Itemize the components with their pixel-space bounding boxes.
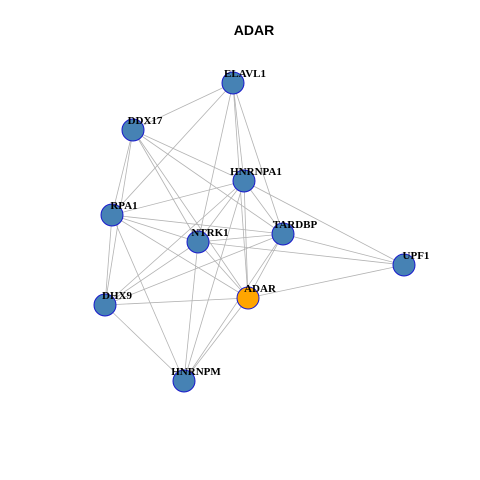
edge-upf1-adar: [247, 264, 405, 299]
node-label-upf1: UPF1: [403, 250, 430, 262]
node-hnrnpa1[interactable]: HNRNPA1: [230, 166, 282, 193]
node-dhx9[interactable]: DHX9: [93, 290, 132, 317]
edge-adar-hnrnpm: [183, 297, 249, 382]
edge-ddx17-adar: [132, 129, 249, 299]
diagram-title: ADAR: [234, 22, 274, 38]
edge-elavl1-ntrk1: [197, 82, 234, 243]
node-label-elavl1: ELAVL1: [224, 68, 266, 80]
edge-ntrk1-upf1: [197, 241, 405, 266]
edge-hnrnpa1-adar: [243, 180, 249, 299]
edge-hnrnpa1-upf1: [243, 180, 405, 266]
edge-rpa1-ntrk1: [111, 214, 199, 243]
node-circle-hnrnpm[interactable]: [172, 369, 196, 393]
node-circle-hnrnpa1[interactable]: [232, 169, 256, 193]
node-label-adar: ADAR: [244, 283, 277, 295]
node-circle-ddx17[interactable]: [121, 118, 145, 142]
edge-ddx17-tardbp: [132, 129, 284, 235]
edge-ntrk1-hnrnpm: [183, 241, 199, 382]
node-elavl1[interactable]: ELAVL1: [221, 68, 266, 95]
edge-tardbp-hnrnpm: [183, 233, 284, 382]
node-circle-ntrk1[interactable]: [186, 230, 210, 254]
node-upf1[interactable]: UPF1: [392, 250, 430, 277]
node-label-dhx9: DHX9: [102, 290, 132, 302]
edge-ntrk1-adar: [197, 241, 249, 299]
edge-elavl1-ddx17: [132, 82, 234, 131]
node-circle-upf1[interactable]: [392, 253, 416, 277]
edge-tardbp-upf1: [282, 233, 405, 266]
node-label-hnrnpm: HNRNPM: [171, 366, 221, 378]
edge-elavl1-tardbp: [232, 82, 284, 235]
node-circle-rpa1[interactable]: [100, 203, 124, 227]
edge-rpa1-adar: [111, 214, 249, 299]
node-circle-tardbp[interactable]: [271, 222, 295, 246]
edge-ntrk1-dhx9: [104, 241, 199, 306]
node-ntrk1[interactable]: NTRK1: [186, 227, 229, 254]
edge-ddx17-ntrk1: [132, 129, 199, 243]
edge-tardbp-adar: [247, 233, 284, 299]
edge-elavl1-hnrnpa1: [232, 82, 245, 182]
node-circle-dhx9[interactable]: [93, 293, 117, 317]
node-label-ntrk1: NTRK1: [191, 227, 228, 239]
node-label-hnrnpa1: HNRNPA1: [230, 166, 282, 178]
node-label-tardbp: TARDBP: [273, 219, 318, 231]
node-label-rpa1: RPA1: [110, 200, 137, 212]
node-tardbp[interactable]: TARDBP: [271, 219, 318, 246]
node-circle-adar[interactable]: [236, 286, 260, 310]
edge-tardbp-dhx9: [104, 233, 284, 306]
node-adar[interactable]: ADAR: [236, 283, 277, 310]
edge-ddx17-rpa1: [111, 129, 134, 216]
edges-layer: [104, 82, 405, 382]
edge-adar-dhx9: [104, 297, 249, 306]
edge-dhx9-hnrnpm: [104, 304, 185, 382]
edge-elavl1-rpa1: [111, 82, 234, 216]
edge-hnrnpa1-ntrk1: [197, 180, 245, 243]
node-circle-elavl1[interactable]: [221, 71, 245, 95]
node-ddx17[interactable]: DDX17: [121, 115, 163, 142]
edge-hnrnpa1-rpa1: [111, 180, 245, 216]
edge-rpa1-dhx9: [104, 214, 113, 306]
edge-hnrnpa1-dhx9: [104, 180, 245, 306]
node-hnrnpm[interactable]: HNRNPM: [171, 366, 221, 393]
edge-hnrnpa1-hnrnpm: [183, 180, 245, 382]
node-label-ddx17: DDX17: [128, 115, 163, 127]
edge-tardbp-ntrk1: [197, 233, 284, 243]
edge-rpa1-tardbp: [111, 214, 284, 235]
node-rpa1[interactable]: RPA1: [100, 200, 138, 227]
edge-rpa1-hnrnpm: [111, 214, 185, 382]
edge-ddx17-hnrnpa1: [132, 129, 245, 182]
